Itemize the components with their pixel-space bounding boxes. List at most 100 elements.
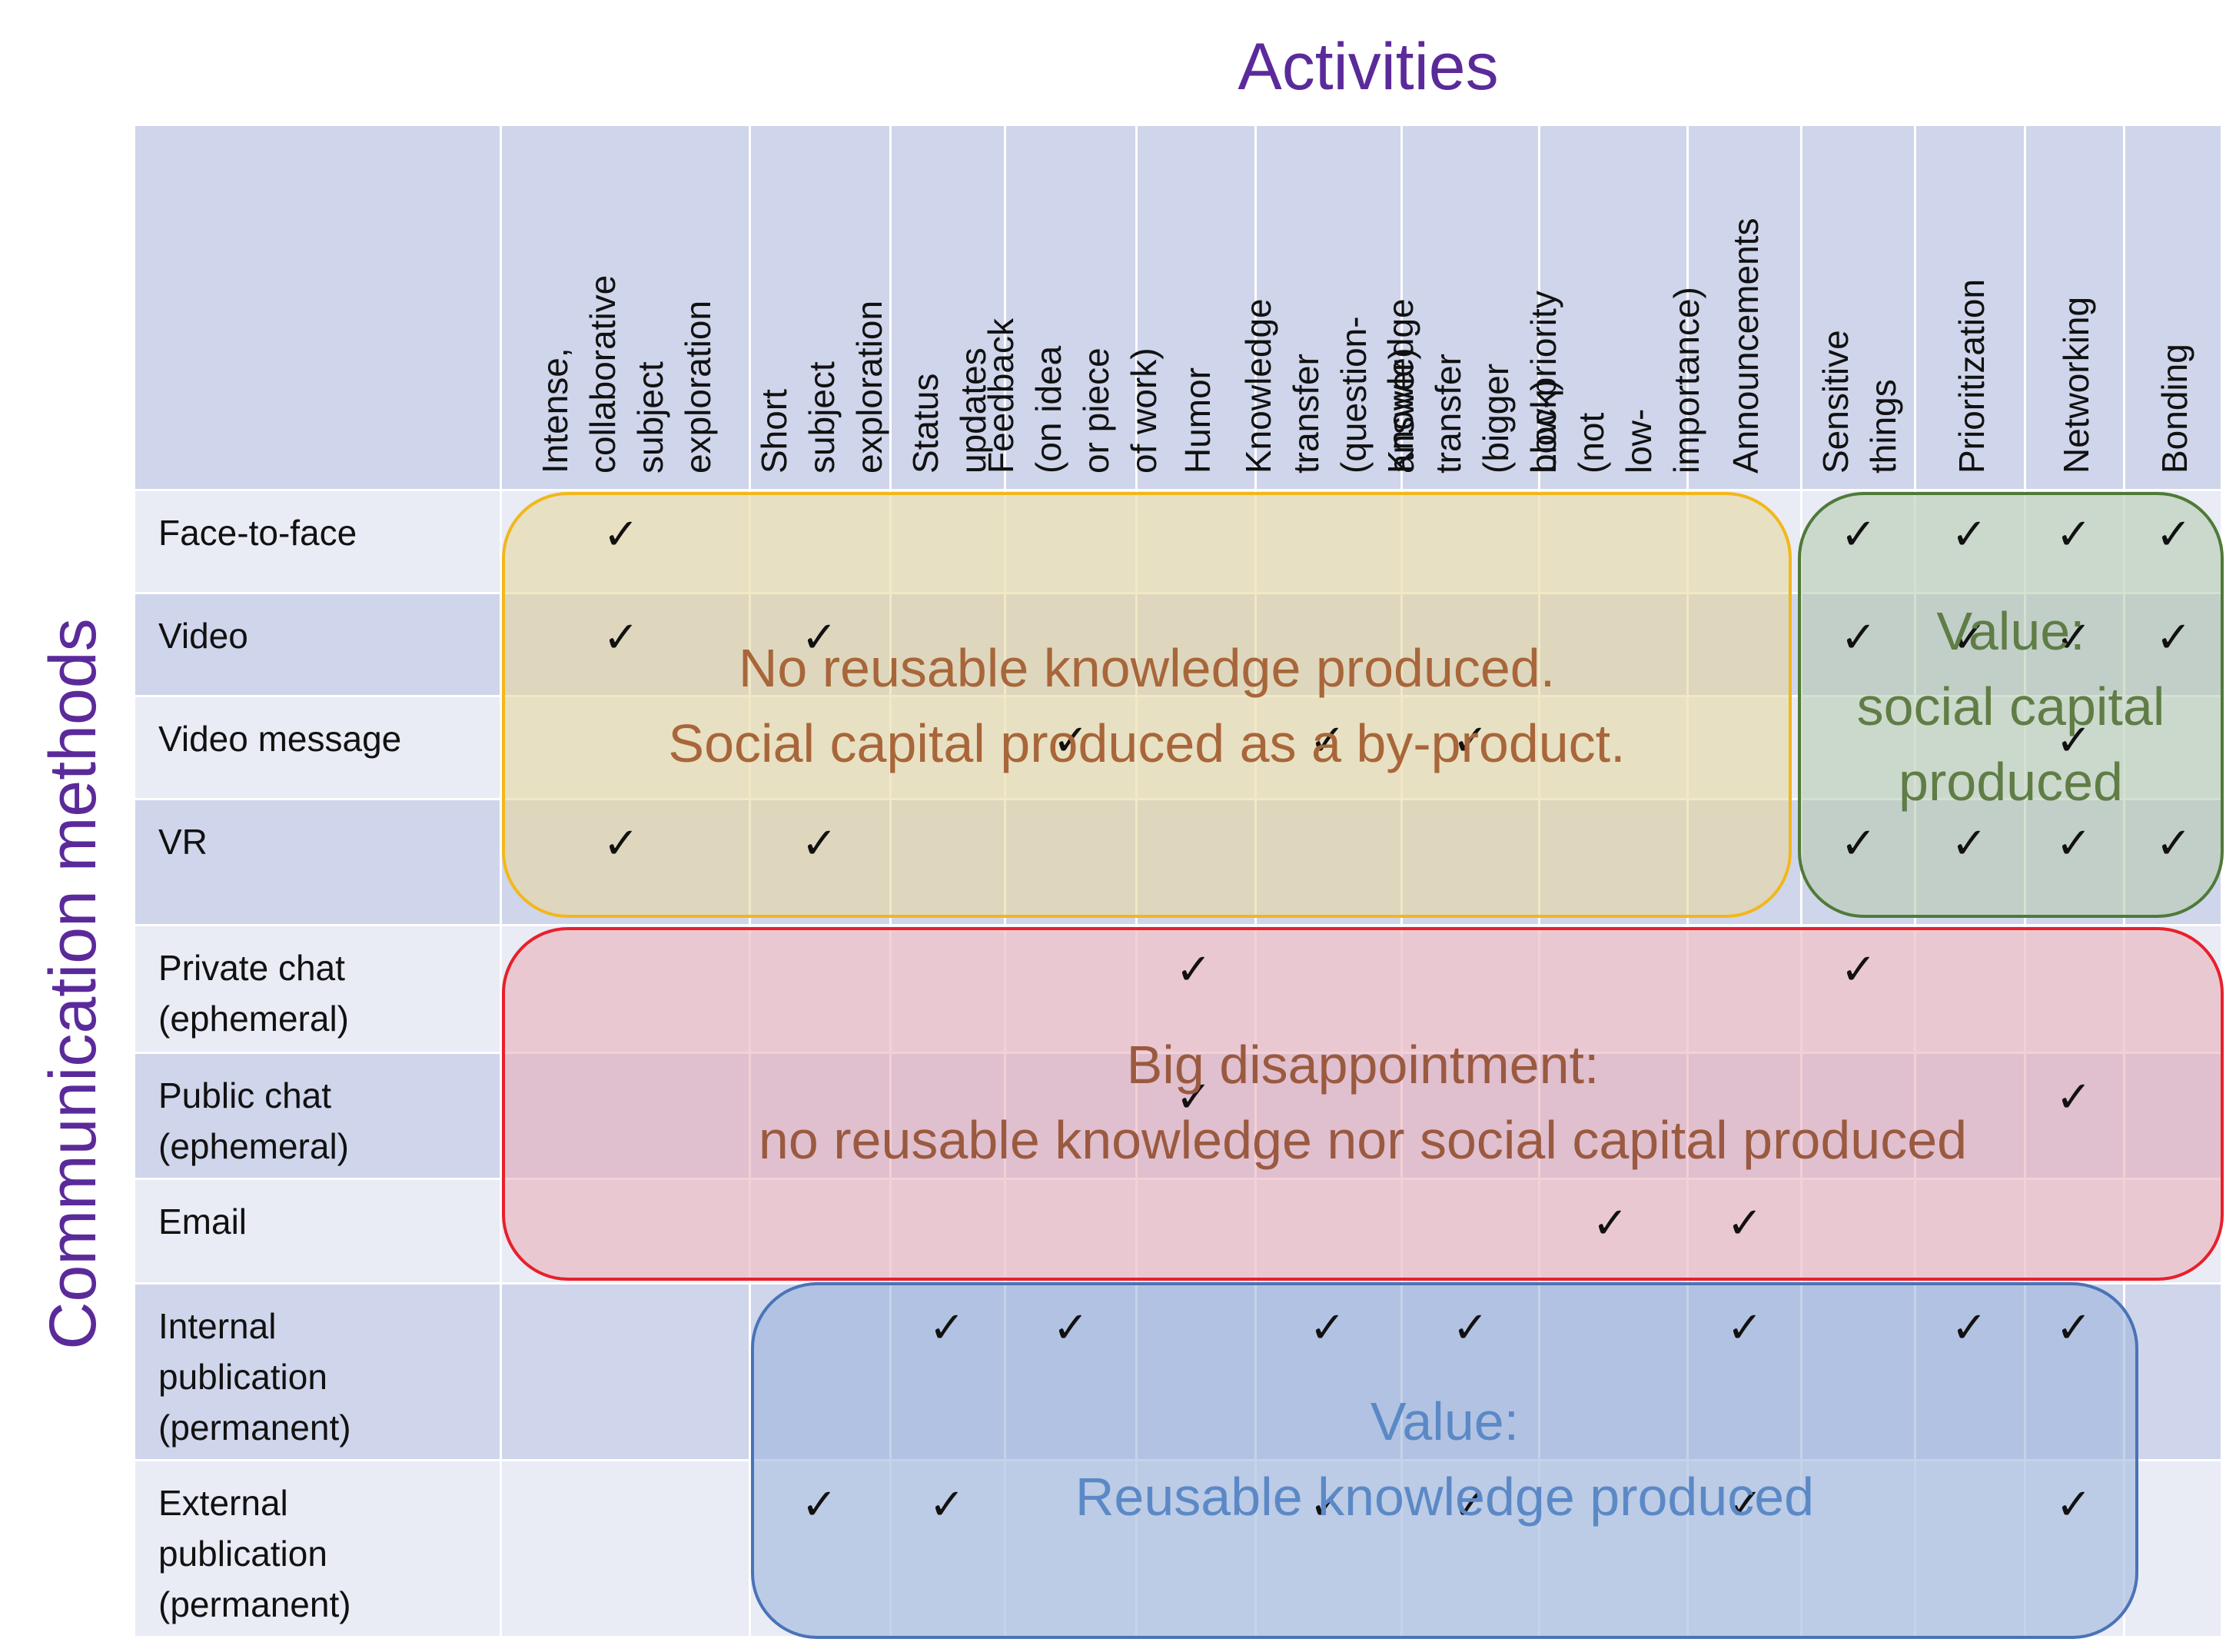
column-header: Bonding bbox=[2125, 126, 2223, 489]
column-header: Announcements bbox=[1689, 126, 1802, 489]
table-cell bbox=[135, 489, 502, 592]
column-header-label: Prioritization bbox=[1951, 278, 1992, 474]
table-cell bbox=[2125, 1282, 2223, 1459]
check-mark: ✓ bbox=[2055, 716, 2092, 766]
check-mark: ✓ bbox=[2055, 510, 2092, 560]
header-cell bbox=[1138, 126, 1257, 489]
check-mark: ✓ bbox=[2155, 510, 2192, 560]
check-mark: ✓ bbox=[1840, 945, 1877, 995]
column-header: Sensitive things bbox=[1802, 126, 1916, 489]
check-mark: ✓ bbox=[2155, 613, 2192, 663]
header-cell bbox=[502, 126, 751, 489]
table-cell bbox=[135, 798, 502, 924]
check-mark: ✓ bbox=[2055, 1480, 2092, 1530]
check-mark: ✓ bbox=[801, 819, 838, 869]
header-cell bbox=[1540, 126, 1689, 489]
header-cell bbox=[1403, 126, 1540, 489]
check-mark: ✓ bbox=[1175, 945, 1212, 995]
region-blue-border bbox=[751, 1282, 2138, 1639]
check-mark: ✓ bbox=[1726, 1198, 1763, 1248]
header-cell bbox=[2026, 126, 2125, 489]
header-cell bbox=[751, 126, 892, 489]
column-header: Networking bbox=[2026, 126, 2125, 489]
check-mark: ✓ bbox=[603, 819, 640, 869]
check-mark: ✓ bbox=[929, 1480, 965, 1530]
check-mark: ✓ bbox=[1951, 510, 1988, 560]
row-label: Video message bbox=[158, 719, 402, 759]
column-header: Short subject exploration bbox=[751, 126, 892, 489]
region-red-label: Big disappointment: no reusable knowledg… bbox=[758, 1035, 1968, 1170]
header-cell bbox=[135, 126, 502, 489]
row-label: Internal publication (permanent) bbox=[158, 1306, 351, 1448]
check-mark: ✓ bbox=[929, 1303, 965, 1353]
column-header: Low-priority (not low-importance) bbox=[1523, 126, 1706, 489]
check-mark: ✓ bbox=[2055, 613, 2092, 663]
table-cell bbox=[502, 1459, 751, 1636]
check-mark: ✓ bbox=[1840, 819, 1877, 869]
check-mark: ✓ bbox=[1175, 1072, 1212, 1122]
column-header: Intense, collaborative subject explorati… bbox=[502, 126, 751, 489]
check-mark: ✓ bbox=[1309, 1480, 1346, 1530]
column-header-label: Intense, collaborative subject explorati… bbox=[535, 274, 718, 474]
column-header-label: Humor bbox=[1177, 367, 1218, 474]
check-mark: ✓ bbox=[1309, 1303, 1346, 1353]
header-cell bbox=[1006, 126, 1138, 489]
column-header-label: Low-priority (not low-importance) bbox=[1523, 287, 1706, 474]
activities-title: Activities bbox=[1238, 30, 1499, 104]
check-mark: ✓ bbox=[603, 613, 640, 663]
check-mark: ✓ bbox=[2155, 819, 2192, 869]
column-header-label: Networking bbox=[2055, 296, 2096, 474]
check-mark: ✓ bbox=[801, 613, 838, 663]
header-cell bbox=[1916, 126, 2026, 489]
check-mark: ✓ bbox=[2055, 1303, 2092, 1353]
check-mark: ✓ bbox=[1052, 716, 1089, 766]
check-mark: ✓ bbox=[1840, 613, 1877, 663]
table-cell bbox=[135, 1459, 502, 1636]
row-label: Private chat (ephemeral) bbox=[158, 948, 349, 1039]
check-mark: ✓ bbox=[1951, 1303, 1988, 1353]
row-label: Public chat (ephemeral) bbox=[158, 1075, 349, 1166]
row-label: Video bbox=[158, 616, 248, 656]
header-cell bbox=[2125, 126, 2223, 489]
check-mark: ✓ bbox=[603, 510, 640, 560]
row-label: Email bbox=[158, 1202, 248, 1241]
column-header-label: Short subject exploration bbox=[753, 300, 889, 474]
header-cell bbox=[892, 126, 1006, 489]
check-mark: ✓ bbox=[801, 1480, 838, 1530]
check-mark: ✓ bbox=[2055, 819, 2092, 869]
region-green-border bbox=[1798, 492, 2224, 918]
column-header: Prioritization bbox=[1916, 126, 2026, 489]
check-mark: ✓ bbox=[1726, 1480, 1763, 1530]
region-red-border bbox=[502, 927, 2224, 1281]
check-mark: ✓ bbox=[1309, 716, 1346, 766]
check-mark: ✓ bbox=[1592, 1198, 1629, 1248]
header-cell bbox=[1257, 126, 1403, 489]
column-header: Feedback (on idea or piece of work) bbox=[981, 126, 1164, 489]
region-blue bbox=[751, 1282, 2138, 1639]
row-label: Face-to-face bbox=[158, 513, 357, 553]
table-cell bbox=[502, 1282, 751, 1459]
table-cell bbox=[135, 924, 502, 1052]
row-label: External publication (permanent) bbox=[158, 1483, 351, 1624]
check-mark: ✓ bbox=[1452, 1303, 1489, 1353]
column-header-label: Announcements bbox=[1726, 218, 1766, 474]
table-cell bbox=[135, 1052, 502, 1178]
column-header-label: Bonding bbox=[2154, 344, 2194, 474]
table-cell bbox=[2125, 1459, 2223, 1636]
header-cell bbox=[1802, 126, 1916, 489]
check-mark: ✓ bbox=[1452, 1480, 1489, 1530]
table-cell bbox=[135, 592, 502, 695]
check-mark: ✓ bbox=[1951, 819, 1988, 869]
region-green bbox=[1798, 492, 2224, 918]
region-yellow-border bbox=[502, 492, 1792, 918]
region-yellow bbox=[502, 492, 1792, 918]
column-header-label: Sensitive things bbox=[1816, 330, 1903, 474]
check-mark: ✓ bbox=[1951, 613, 1988, 663]
table-cell bbox=[135, 695, 502, 798]
check-mark: ✓ bbox=[2055, 1072, 2092, 1122]
region-red bbox=[502, 927, 2224, 1281]
table-cell bbox=[135, 1282, 502, 1459]
header-cell bbox=[1689, 126, 1802, 489]
region-green-label: Value: social capital produced bbox=[1856, 601, 2165, 812]
